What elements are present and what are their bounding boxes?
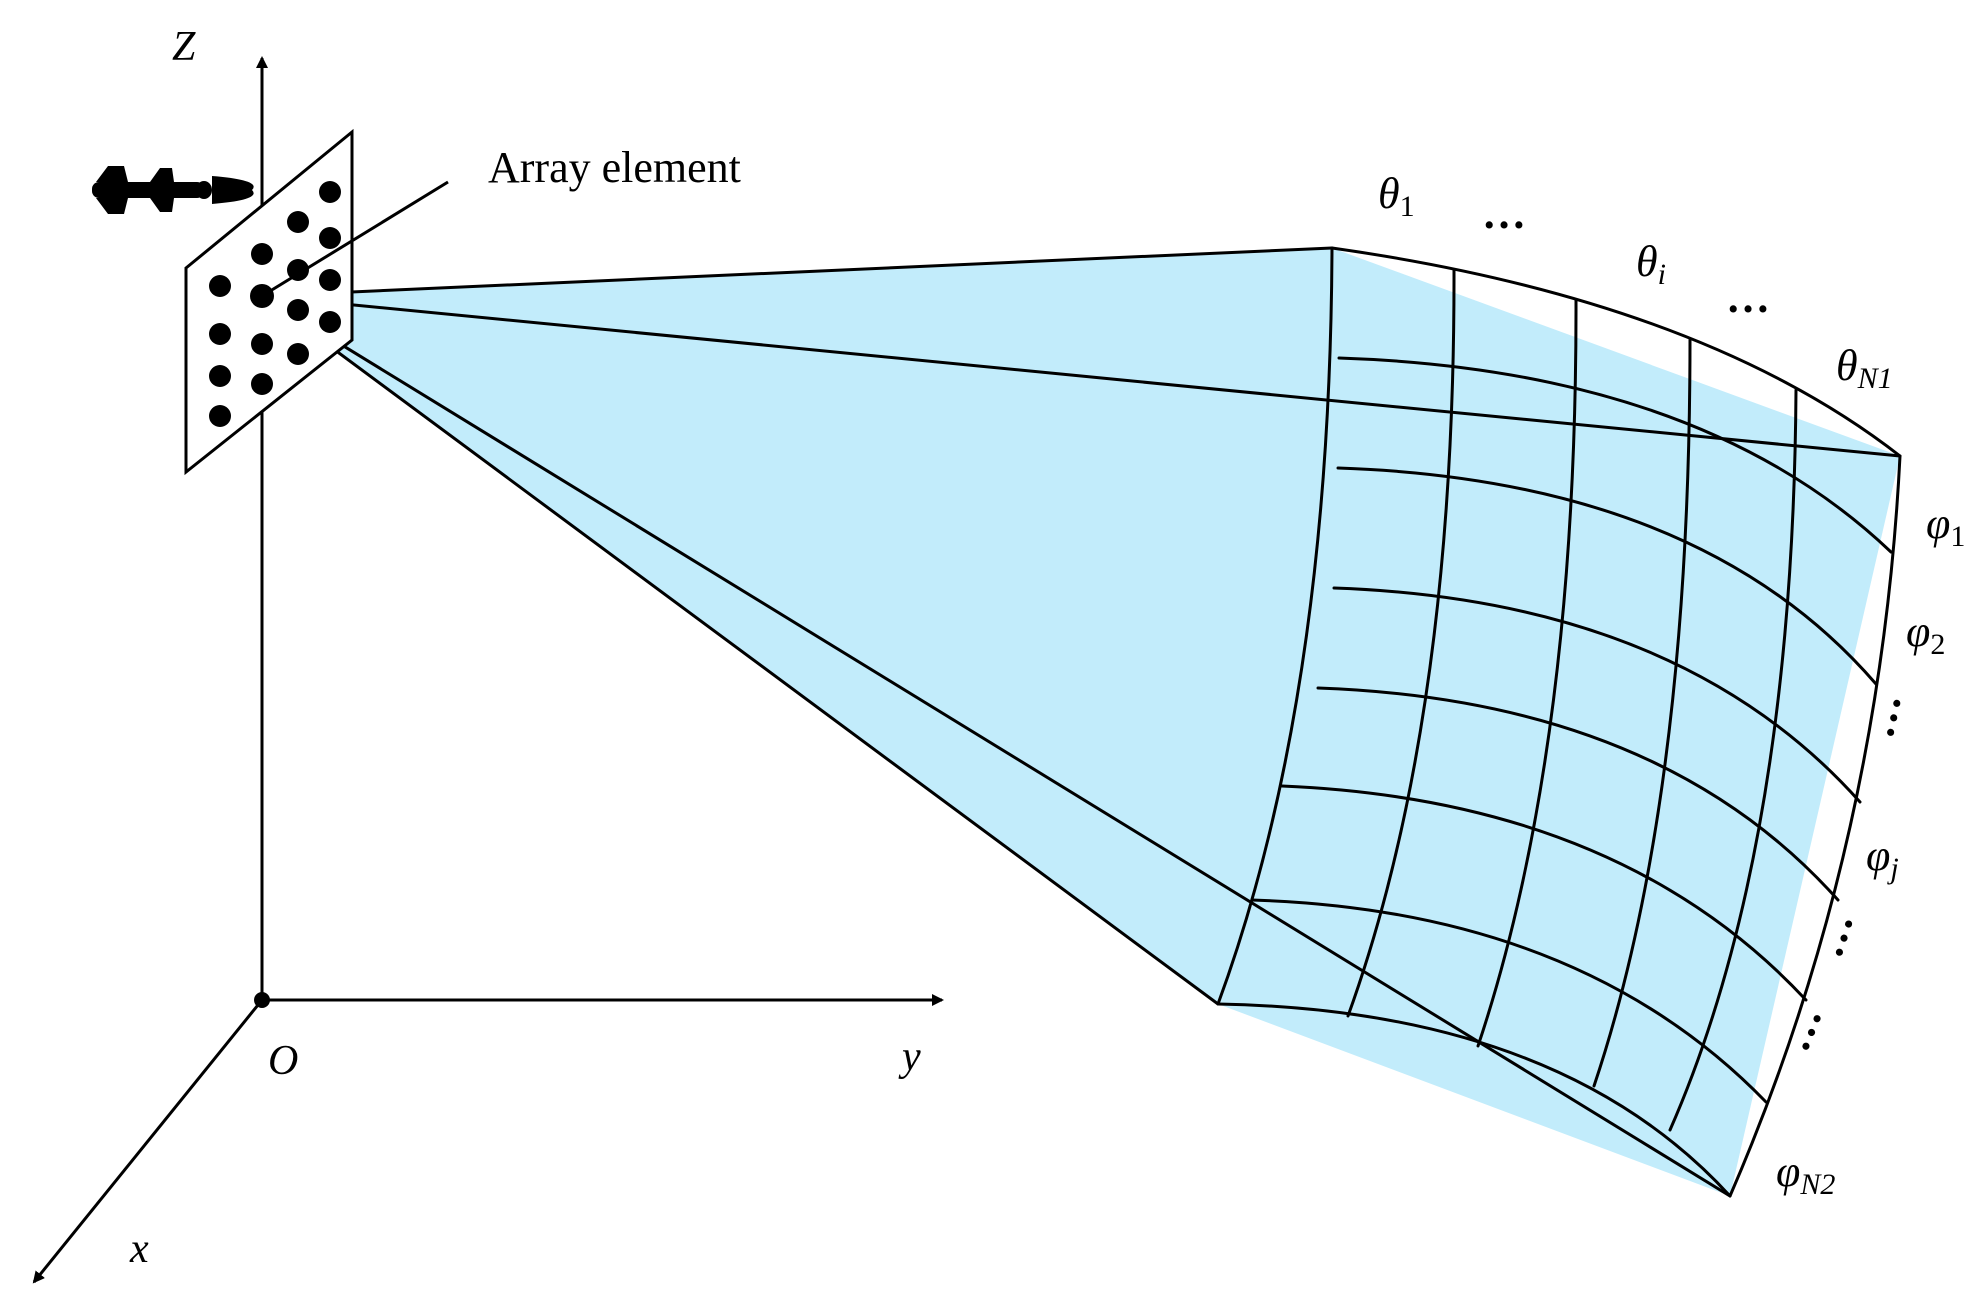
array-element-label: Array element: [488, 143, 741, 192]
phi-j-symbol: φ: [1866, 831, 1890, 880]
x-axis-line: [32, 999, 264, 1284]
grid-theta-line-3: [1592, 338, 1692, 1088]
grid-boundary-top: [1330, 246, 1902, 458]
grid-boundary-right: [1728, 454, 1902, 1198]
theta-ellipsis-2: …: [1726, 273, 1770, 322]
grid-phi-line-1: [1337, 356, 1893, 554]
grid-theta-line-1: [1346, 268, 1456, 1018]
array-element-dot: [209, 405, 231, 427]
grid-phi-line-2: [1336, 466, 1878, 686]
phi-2-symbol: φ: [1906, 607, 1930, 656]
phi-ellipsis-3: …: [1770, 999, 1832, 1058]
theta-1-subscript: 1: [1400, 190, 1415, 223]
phi-1-subscript: 1: [1950, 520, 1965, 553]
array-element-dot: [287, 299, 309, 321]
phi-n2-subscript: N2: [1799, 1168, 1835, 1201]
phi-ellipsis-2: …: [1803, 906, 1863, 963]
x-axis-label: x: [129, 1226, 149, 1272]
beam-volume: [261, 246, 1901, 1198]
grid-boundary-bottom: [1216, 1002, 1732, 1198]
antenna-array: [184, 128, 449, 476]
beam-edge-top: [261, 246, 1333, 298]
array-element-dot: [209, 275, 231, 297]
y-axis-label: y: [898, 1034, 921, 1080]
array-element-dot: [251, 243, 273, 265]
missile-icon: [92, 166, 254, 214]
theta-1-label: θ1: [1378, 169, 1415, 223]
theta-1-symbol: θ: [1378, 169, 1400, 218]
origin-label: O: [268, 1038, 298, 1084]
array-element-dot: [287, 343, 309, 365]
beam-edge-bottom-left: [261, 294, 1219, 1006]
theta-i-symbol: θ: [1636, 237, 1658, 286]
theta-ellipsis-1: …: [1482, 189, 1526, 238]
array-element-dot: [319, 181, 341, 203]
theta-i-subscript: i: [1658, 258, 1666, 291]
theta-n1-label: θN1: [1836, 341, 1893, 395]
beam-edge-right: [261, 294, 1901, 458]
array-element-dot: [287, 259, 309, 281]
array-element-dot: [287, 211, 309, 233]
phi-n2-symbol: φ: [1776, 1147, 1800, 1196]
grid-phi-line-4: [1316, 686, 1840, 902]
theta-n1-symbol: θ: [1836, 341, 1858, 390]
array-element-dot: [319, 269, 341, 291]
grid-phi-line-3: [1332, 586, 1862, 804]
grid-phi-line-5: [1280, 784, 1808, 1002]
phi-j-subscript: j: [1886, 852, 1898, 885]
phi-2-label: φ2: [1906, 607, 1945, 661]
array-element-dot: [319, 227, 341, 249]
grid-boundary-left: [1216, 246, 1334, 1006]
array-element-dot: [319, 311, 341, 333]
array-elements: [209, 181, 341, 427]
array-element-dot: [251, 333, 273, 355]
theta-n1-subscript: N1: [1857, 362, 1893, 395]
array-element-leader: [261, 180, 449, 298]
phi-n2-label: φN2: [1776, 1147, 1835, 1201]
origin-point: [254, 992, 270, 1008]
grid-phi-line-6: [1250, 898, 1768, 1104]
array-element-dot: [209, 323, 231, 345]
phi-1-label: φ1: [1926, 499, 1965, 553]
beam-edge-bottom-right: [261, 294, 1731, 1198]
phi-j-label: φj: [1866, 831, 1899, 885]
phi-1-symbol: φ: [1926, 499, 1950, 548]
phi-ellipsis-1: …: [1854, 689, 1911, 742]
phi-2-subscript: 2: [1930, 628, 1945, 661]
grid-theta-line-2: [1476, 298, 1578, 1048]
theta-i-label: θi: [1636, 237, 1666, 291]
beam-grid: [1216, 246, 1902, 1198]
array-element-dot: [209, 365, 231, 387]
beam-fill: [262, 248, 1900, 1196]
z-axis-label: Z: [172, 24, 196, 70]
array-element-dot: [251, 373, 273, 395]
